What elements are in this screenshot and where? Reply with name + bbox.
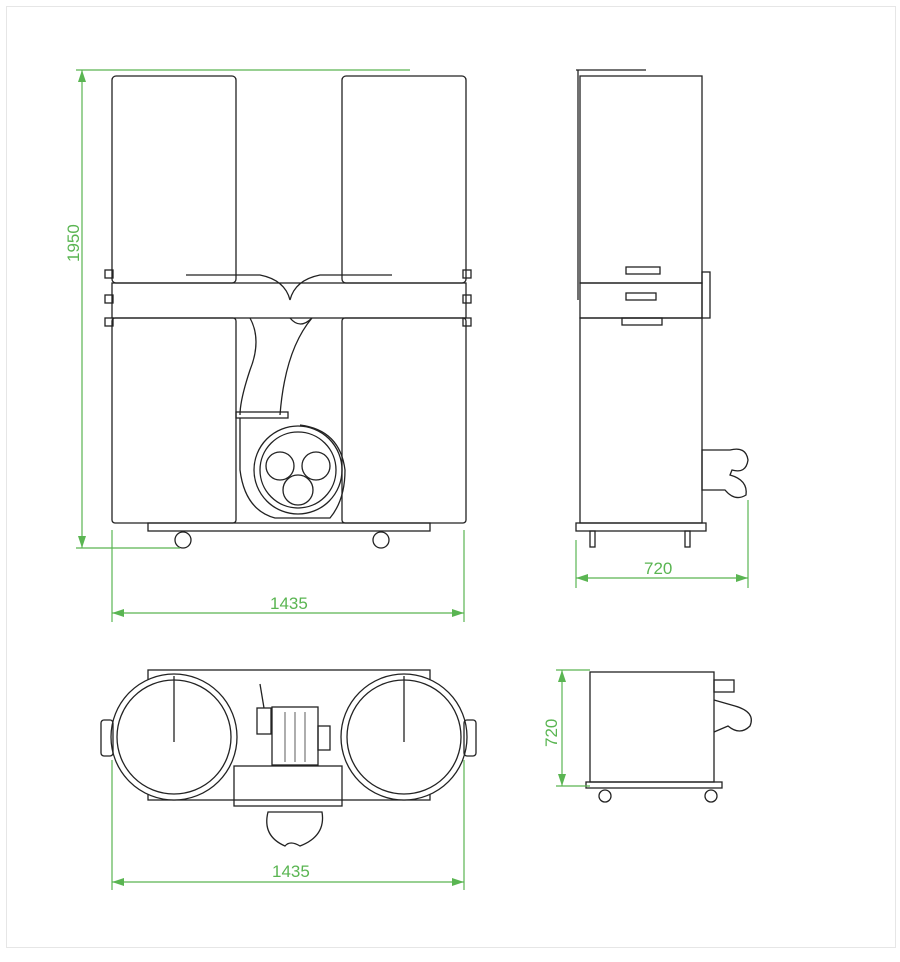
inlet-right — [301, 451, 331, 481]
clamp — [104, 317, 114, 327]
dim-1435-front-label: 1435 — [270, 594, 308, 613]
caster-left — [174, 531, 192, 549]
dimension-height-1950: 1950 — [64, 69, 410, 549]
base-frame — [147, 522, 431, 532]
fan-plate — [233, 765, 343, 807]
middle-housing — [111, 282, 467, 319]
small-side-base — [585, 781, 723, 789]
dim-720-top-label: 720 — [542, 719, 561, 747]
fan-ring-inner — [259, 431, 337, 509]
top-inlet — [266, 811, 324, 847]
switch — [256, 707, 272, 735]
fan-housing — [239, 418, 346, 519]
dimension-width-1435-top: 1435 — [111, 760, 465, 890]
fan-ring-outer — [253, 425, 343, 515]
left-filter-bag-lower — [111, 317, 237, 524]
outlet-bottom — [282, 474, 314, 506]
inlet-left — [265, 451, 295, 481]
dimension-width-1435-front: 1435 — [111, 530, 465, 622]
clamp — [104, 269, 114, 279]
side-lower-bag — [579, 317, 703, 524]
small-side-body — [589, 671, 715, 783]
clamp — [462, 317, 472, 327]
side-view — [575, 69, 749, 548]
caster-right — [372, 531, 390, 549]
small-side-view — [585, 671, 752, 803]
top-view — [100, 669, 477, 847]
dim-720-side-label: 720 — [644, 559, 672, 578]
dimension-depth-720-top: 720 — [542, 669, 590, 787]
dimension-depth-720-side: 720 — [575, 500, 749, 588]
duct-flange — [235, 411, 289, 419]
clamp — [462, 269, 472, 279]
drawing-frame — [6, 6, 896, 948]
duct — [239, 317, 313, 416]
left-filter-bag-upper — [111, 75, 237, 284]
right-filter-bag-lower — [341, 317, 467, 524]
right-filter-bag-upper — [341, 75, 467, 284]
clamp — [462, 294, 472, 304]
side-base — [575, 522, 707, 532]
dim-1950-label: 1950 — [64, 224, 83, 262]
front-view — [104, 75, 472, 549]
dim-1435-top-label: 1435 — [272, 862, 310, 881]
y-manifold-top — [186, 274, 392, 301]
side-upper-bag — [579, 75, 703, 284]
clamp — [104, 294, 114, 304]
side-inlet-y — [701, 448, 749, 499]
